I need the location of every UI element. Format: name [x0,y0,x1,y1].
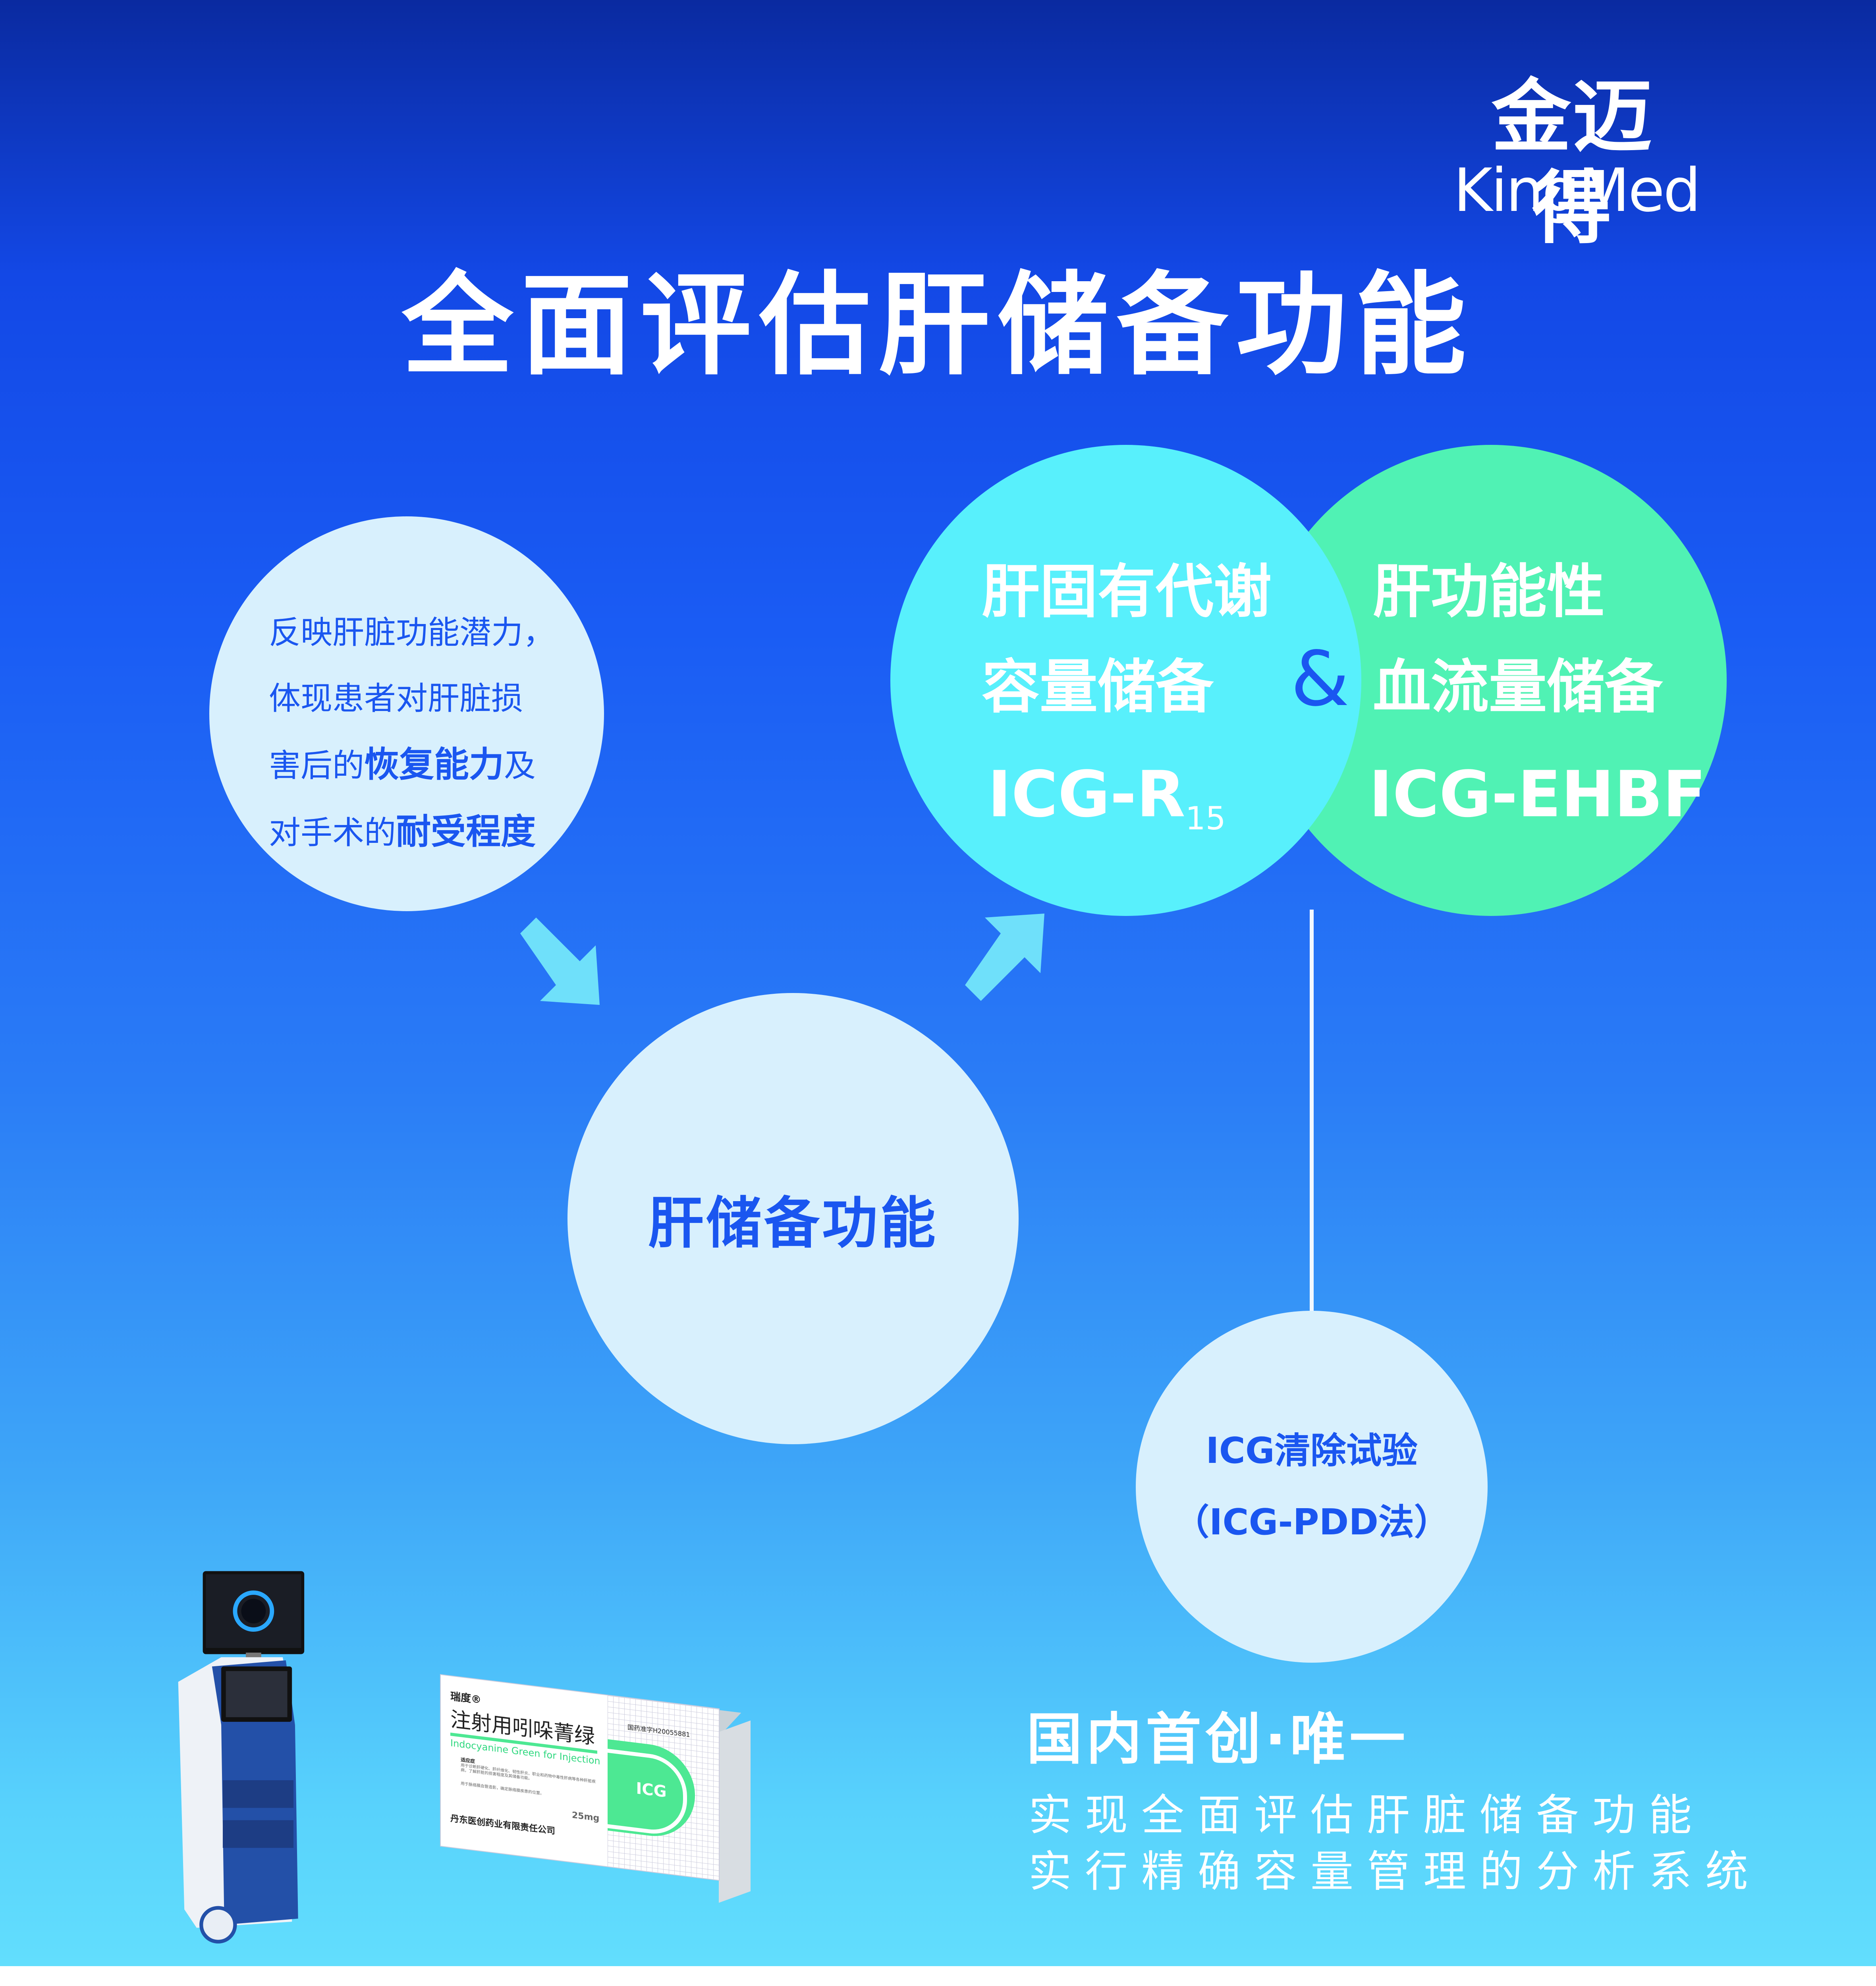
desc-text: 害后的 [269,747,364,784]
icg-r15-label: ICG-R15 [988,747,1226,866]
desc-emphasis: 耐受程度 [396,811,536,852]
kingmed-logo-cn: 金迈得 [1491,71,1654,255]
icg-badge-text: ICG [636,1779,667,1801]
icg-test-circle: ICG清除试验 （ICG-PDD法） [1136,1311,1488,1663]
green-line-2: 血流量储备 [1373,653,1663,721]
icg-ehbf-label: ICG-EHBF [1369,757,1706,831]
box-side [719,1720,751,1903]
desc-text: 及 [504,747,536,784]
tagline-headline: 国内首创·唯一 [1027,1707,1409,1772]
page-title: 全面评估肝储备功能 [402,261,1474,390]
metric-subscript: 15 [1185,800,1226,837]
liver-reserve-label: 肝储备功能 [648,1191,938,1256]
box-manufacturer: 丹东医创药业有限责任公司 [450,1813,556,1837]
icg-product-box: ICG 瑞度® 注射用吲哚菁绿 Indocyanine Green for In… [441,1675,751,1903]
desc-line-3: 害后的恢复能力及 [269,732,571,799]
desc-line-2: 体现患者对肝脏损 [269,680,523,717]
desc-line-1: 反映肝脏功能潜力， [269,614,555,651]
cyan-line-2: 容量储备 [982,653,1214,721]
desc-emphasis: 恢复能力 [364,744,504,785]
metabolic-reserve-circle: 肝固有代谢 容量储备 ICG-R15 [890,445,1361,916]
ampersand: & [1291,635,1350,723]
icg-test-line-1: ICG清除试验 [1206,1430,1418,1472]
connector-line [1310,910,1314,1323]
arrow-up-right-icon [965,914,1044,1001]
tagline-text: 实现全面评估肝脏储备功能 实行精确容量管理的分析系统 [1029,1787,1762,1900]
tagline-line-1: 实现全面评估肝脏储备功能 [1029,1791,1706,1840]
box-dose: 25mg [572,1810,600,1824]
tagline-line-2: 实行精确容量管理的分析系统 [1029,1847,1762,1897]
green-line-1: 肝功能性 [1373,558,1605,626]
icg-analyzer-device-image [178,1571,305,1944]
box-front: ICG 瑞度® 注射用吲哚菁绿 Indocyanine Green for In… [441,1675,719,1880]
cyan-line-1: 肝固有代谢 [982,558,1272,626]
kingmed-logo-en: KingMed [1453,156,1701,225]
description-circle: 反映肝脏功能潜力， 体现患者对肝脏损 害后的恢复能力及 对手术的耐受程度 [209,516,604,911]
desc-line-4: 对手术的耐受程度 [269,799,571,866]
icg-test-line-2: （ICG-PDD法） [1173,1501,1450,1543]
arrow-down-right-icon [520,918,600,1005]
desc-text: 对手术的 [269,814,396,851]
metric-text: ICG-R [988,757,1185,831]
liver-reserve-circle: 肝储备功能 [567,993,1019,1444]
